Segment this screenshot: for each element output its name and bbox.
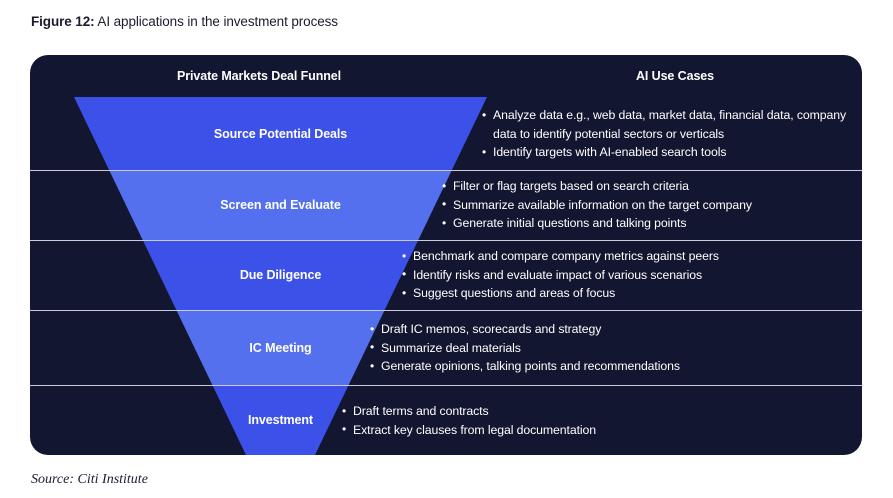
use-case-item: Draft terms and contracts — [342, 402, 822, 421]
use-case-item: Suggest questions and areas of focus — [402, 284, 822, 303]
use-case-item: Extract key clauses from legal documenta… — [342, 420, 822, 440]
use-case-item: Generate initial questions and talking p… — [442, 214, 842, 233]
use-case-item: Identify targets with AI-enabled search … — [482, 143, 847, 162]
use-case-item: Generate opinions, talking points and re… — [370, 357, 820, 376]
use-case-item: Benchmark and compare company metrics ag… — [402, 247, 822, 266]
use-case-group-2: Filter or flag targets based on search c… — [442, 177, 842, 233]
stage-divider — [30, 240, 862, 241]
stage-divider — [30, 170, 862, 171]
column-header-use-cases: AI Use Cases — [635, 69, 714, 83]
funnel-stage-label-4: IC Meeting — [249, 340, 312, 355]
use-case-group-3: Benchmark and compare company metrics ag… — [402, 247, 822, 303]
use-case-item: Analyze data e.g., web data, market data… — [482, 105, 847, 143]
column-header-funnel: Private Markets Deal Funnel — [176, 69, 342, 83]
use-case-group-1: Analyze data e.g., web data, market data… — [482, 105, 847, 162]
funnel-stage-label-5: Investment — [248, 413, 313, 427]
use-case-item: Summarize available information on the t… — [442, 195, 842, 215]
source-note: Source: Citi Institute — [31, 472, 148, 487]
funnel-stage-shape — [212, 385, 349, 455]
use-case-group-5: Draft terms and contractsExtract key cla… — [342, 402, 822, 439]
figure-caption: Figure 12: AI applications in the invest… — [31, 14, 338, 29]
use-case-item: Identify risks and evaluate impact of va… — [402, 265, 822, 285]
use-case-group-4: Draft IC memos, scorecards and strategyS… — [370, 320, 820, 376]
funnel-stage-label-1: Source Potential Deals — [213, 126, 348, 141]
use-case-item: Filter or flag targets based on search c… — [442, 177, 842, 196]
funnel-stage-label-2: Screen and Evaluate — [220, 198, 341, 212]
funnel-stage-shape — [109, 170, 452, 240]
figure-title: AI applications in the investment proces… — [94, 14, 338, 29]
funnel-stage-shape — [142, 240, 419, 310]
funnel-diagram — [74, 97, 487, 455]
use-case-item: Summarize deal materials — [370, 338, 820, 358]
stage-divider — [30, 310, 862, 311]
figure-label: Figure 12: — [31, 14, 95, 29]
funnel-stage-label-3: Due Diligence — [239, 268, 322, 282]
figure-panel: Private Markets Deal Funnel AI Use Cases… — [30, 55, 862, 455]
funnel-stage-shape — [74, 97, 487, 170]
funnel-stage-shape — [176, 310, 385, 385]
use-case-item: Draft IC memos, scorecards and strategy — [370, 320, 820, 339]
stage-divider — [30, 385, 862, 386]
